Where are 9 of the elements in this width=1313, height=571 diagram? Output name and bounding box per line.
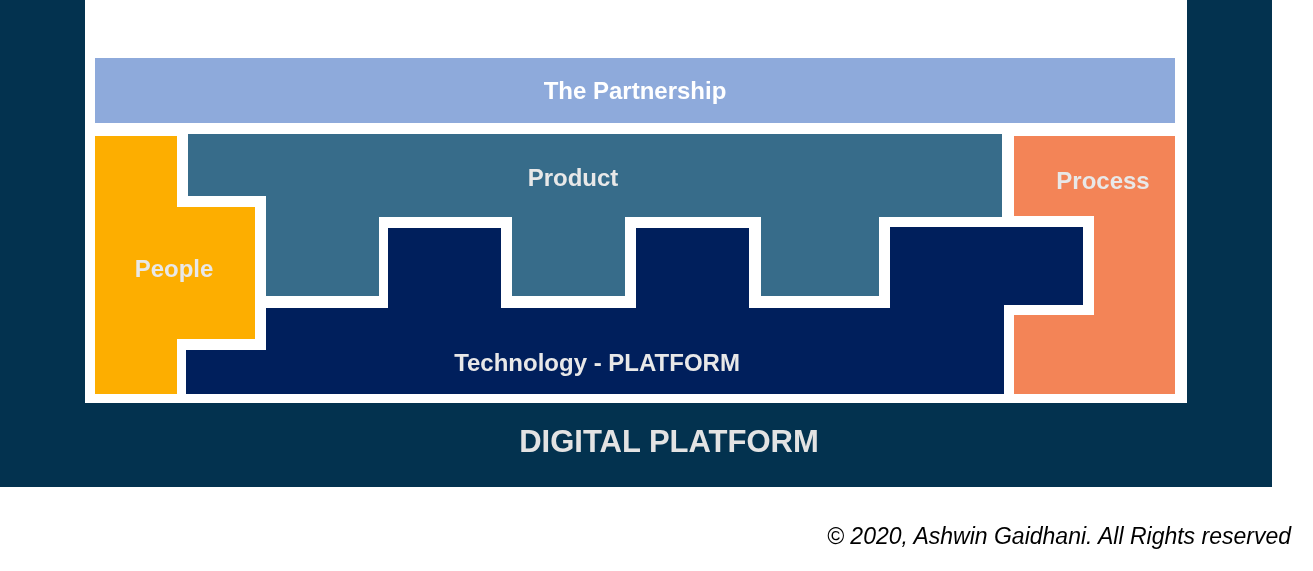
piece-label: Technology - PLATFORM <box>454 351 740 375</box>
copyright-note: © 2020, Ashwin Gaidhani. All Rights reserved <box>827 525 1291 548</box>
piece-label: Process <box>1056 169 1150 193</box>
piece-label: Product <box>527 166 619 190</box>
platform-frame <box>0 0 1272 487</box>
partnership-bar <box>95 58 1175 123</box>
frame-title: DIGITAL PLATFORM <box>519 425 819 457</box>
piece-label: People <box>134 257 214 281</box>
bar-label: The Partnership <box>543 79 727 103</box>
